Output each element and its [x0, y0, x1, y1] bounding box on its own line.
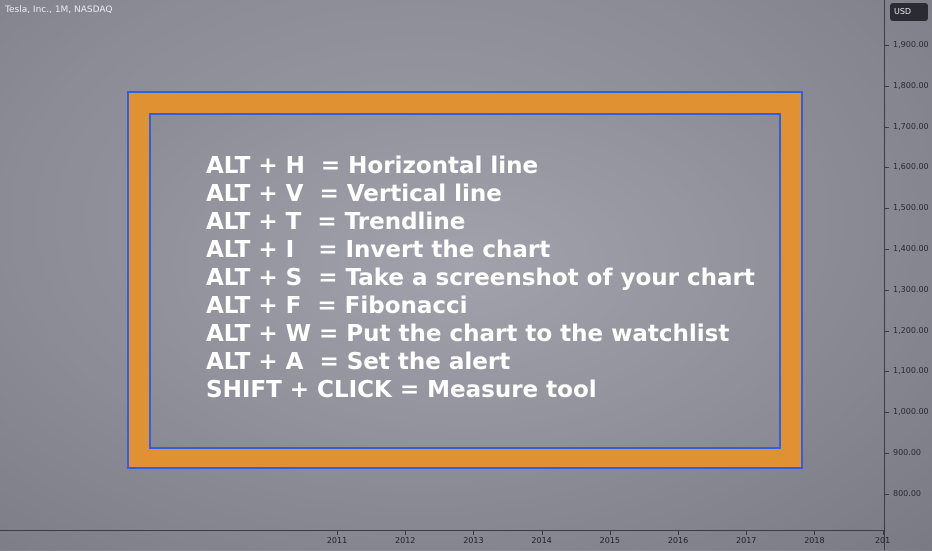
price-tick: [885, 208, 889, 210]
price-tick: [885, 371, 889, 373]
year-tick: [814, 531, 816, 535]
price-label: 1,700.00: [893, 121, 929, 131]
price-tick: [885, 412, 889, 414]
price-tick: [885, 453, 889, 454]
price-label: 1,000.00: [893, 407, 929, 417]
price-label: 900.00: [893, 448, 921, 457]
year-tick: [746, 531, 748, 535]
year-tick: [678, 531, 679, 535]
shortcut-item: ALT + W = Put the chart to the watchlist: [206, 321, 730, 347]
price-label: 800.00: [893, 488, 921, 498]
shortcut-item: ALT + A = Set the alert: [206, 349, 511, 375]
year-tick: [405, 531, 407, 535]
price-label: 1,900.00: [893, 40, 929, 49]
time-axis[interactable]: 2011 2012 2013 2014 2015 2016 2017 2018 201: [0, 530, 890, 551]
year-label: 2013: [463, 536, 484, 545]
year-label: 2018: [804, 536, 825, 545]
chart-canvas[interactable]: Tesla, Inc., 1M, NASDAQ: [0, 0, 884, 530]
price-tick: [885, 493, 889, 495]
year-tick: [337, 531, 338, 535]
year-tick: [882, 531, 884, 535]
year-label: 2011: [326, 536, 348, 545]
year-label: 2015: [599, 536, 620, 545]
shortcut-item: ALT + V = Vertical line: [206, 181, 502, 207]
price-label: 1,200.00: [893, 325, 929, 335]
shortcut-item: ALT + I = Invert the chart: [206, 237, 551, 263]
year-label: 201: [874, 536, 891, 545]
shortcut-item: ALT + H = Horizontal line: [206, 153, 539, 179]
year-tick: [609, 531, 611, 535]
price-label: 1,400.00: [893, 244, 929, 253]
price-label: 1,100.00: [893, 366, 929, 376]
price-label: 1,500.00: [893, 203, 929, 213]
price-tick: [885, 249, 889, 250]
price-tick: [885, 45, 889, 46]
shortcut-item: SHIFT + CLICK = Measure tool: [206, 377, 597, 403]
year-label: 2016: [667, 536, 689, 545]
shortcut-item: ALT + F = Fibonacci: [206, 293, 468, 319]
price-label: 1,800.00: [893, 80, 929, 90]
year-label: 2012: [395, 536, 416, 545]
price-label: 1,300.00: [893, 284, 929, 294]
symbol-title[interactable]: Tesla, Inc., 1M, NASDAQ: [5, 5, 113, 15]
price-tick: [885, 126, 889, 128]
year-label: 2014: [531, 536, 552, 545]
price-tick: [885, 289, 889, 291]
currency-badge[interactable]: USD: [890, 3, 928, 21]
shortcut-item: ALT + T = Trendline: [206, 209, 466, 235]
inner-frame: [149, 113, 781, 449]
price-tick: [885, 85, 889, 87]
year-tick: [541, 531, 543, 535]
price-tick: [885, 167, 889, 169]
year-tick: [473, 531, 475, 535]
shortcut-item: ALT + S = Take a screenshot of your char…: [206, 265, 755, 291]
price-axis[interactable]: USD 1,900.00 1,800.00 1,700.00 1,600.00 1,50…: [884, 0, 932, 550]
price-label: 1,600.00: [893, 162, 929, 172]
year-label: 2017: [736, 536, 757, 545]
price-tick: [885, 330, 889, 332]
